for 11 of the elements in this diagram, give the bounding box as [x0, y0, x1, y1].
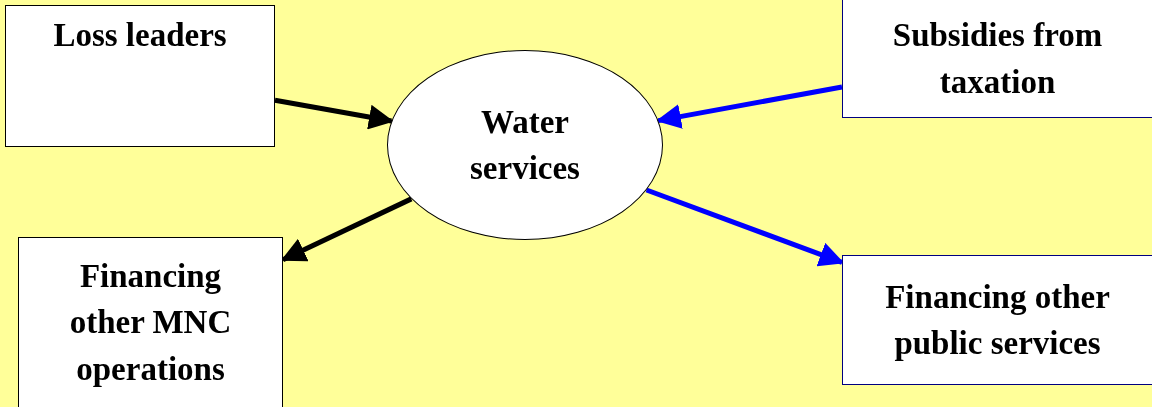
node-label: Water services [469, 102, 581, 188]
text-box [5, 5, 275, 147]
arrow [274, 97, 394, 130]
text-box [18, 237, 283, 407]
node-label: Financing other public services [884, 277, 1111, 363]
arrow [655, 84, 843, 129]
text-box [842, 0, 1152, 118]
node-label: Financing other MNC operations [68, 257, 233, 389]
text-box [842, 255, 1152, 385]
node-label: Subsidies from taxation [891, 16, 1104, 102]
node-label: Loss leaders [53, 16, 227, 55]
